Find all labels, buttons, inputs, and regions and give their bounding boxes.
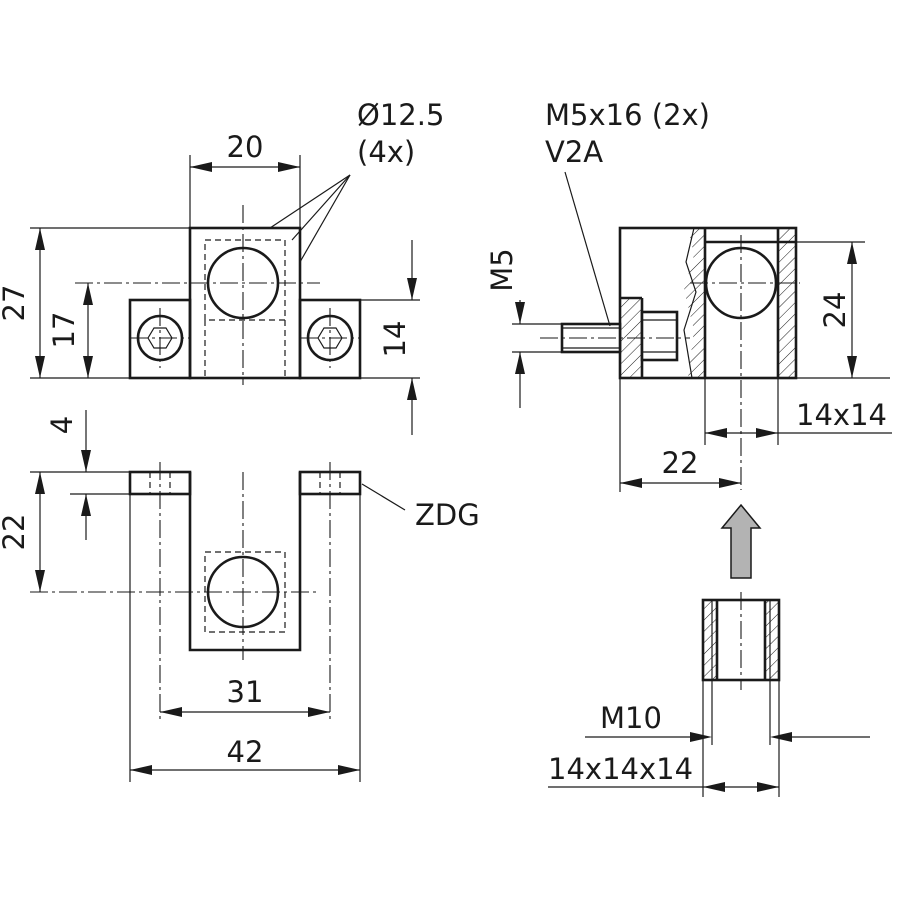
left-screw-head-icon [130, 308, 190, 368]
dim-top-axis-offset: 22 [0, 514, 31, 551]
label-material-note: ZDG [415, 498, 480, 532]
side-screw-icon [540, 310, 690, 362]
dim-top-flange-thickness: 4 [45, 416, 79, 434]
top-view: 4 22 ZDG 31 42 [0, 410, 480, 782]
dim-thread: M5 [485, 248, 519, 291]
assembly-arrow-icon [720, 503, 762, 579]
dim-flange-height: 14 [378, 321, 412, 358]
break-line [683, 227, 697, 379]
dim-front-total-height: 27 [0, 285, 31, 322]
label-screw-size: M5x16 (2x) [545, 98, 710, 132]
side-view: M5x16 (2x) V2A M5 24 14x14 22 [485, 98, 892, 492]
dim-side-axis-offset: 22 [662, 446, 699, 480]
dim-side-height: 24 [818, 292, 852, 329]
side-body [618, 226, 798, 380]
dim-sleeve-thread: M10 [600, 701, 662, 735]
top-body [188, 472, 302, 652]
dim-hole-spacing: 31 [227, 675, 264, 709]
center-body [188, 226, 302, 380]
front-view: 20 Ø12.5 (4x) 27 17 14 [0, 98, 444, 435]
dim-overall-width: 42 [227, 735, 264, 769]
label-screw-material: V2A [545, 135, 603, 169]
label-hole-diameter: Ø12.5 [357, 98, 444, 132]
hidden-square [204, 239, 286, 321]
dim-front-width: 20 [227, 130, 264, 164]
dim-profile-size: 14x14 [796, 398, 887, 432]
dim-sleeve-size: 14x14x14 [548, 752, 693, 786]
label-hole-count: (4x) [357, 135, 415, 169]
dim-front-axis-height: 17 [47, 312, 81, 349]
right-screw-head-icon [300, 308, 360, 368]
sleeve-view: M10 14x14x14 [548, 592, 870, 797]
